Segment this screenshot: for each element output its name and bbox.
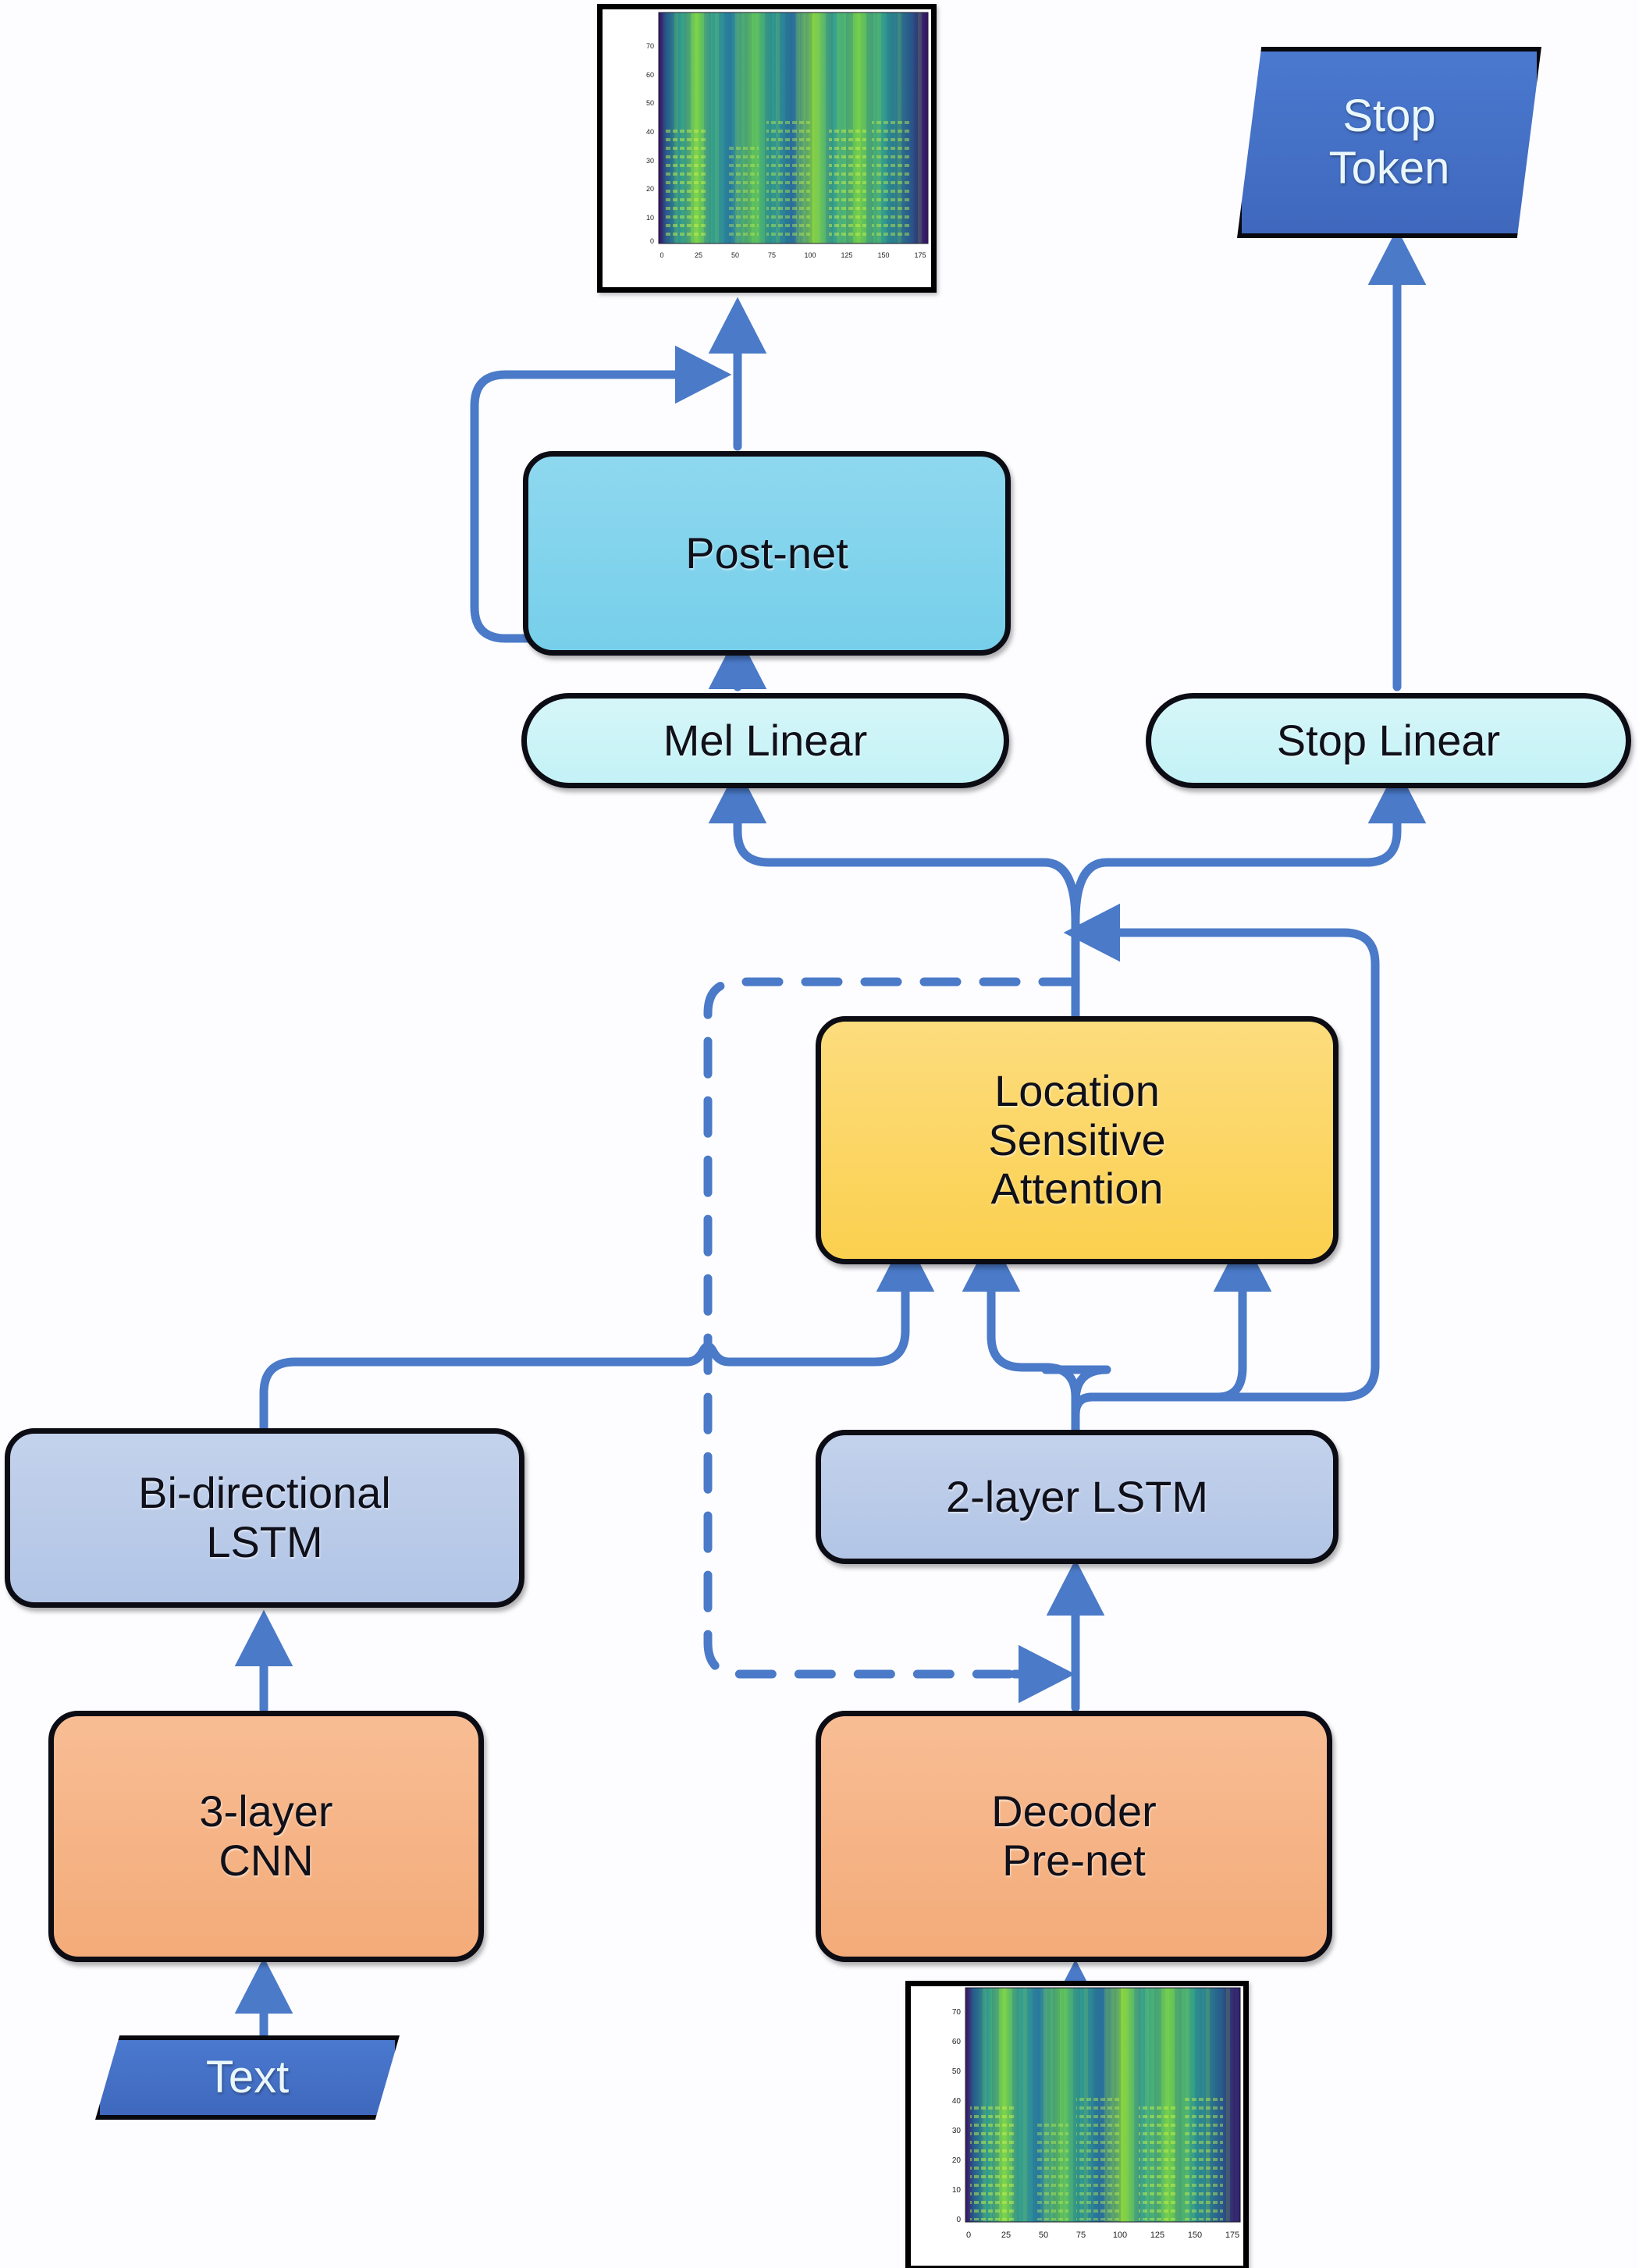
svg-text:0: 0 bbox=[966, 2231, 971, 2240]
parallelogram-shape bbox=[95, 2035, 400, 2120]
svg-text:25: 25 bbox=[695, 251, 702, 259]
text-input-label: Text bbox=[205, 2051, 290, 2103]
location-sensitive-attention-node[interactable]: Location Sensitive Attention bbox=[816, 1016, 1339, 1264]
svg-text:30: 30 bbox=[952, 2127, 962, 2135]
bi-directional-lstm-node[interactable]: Bi-directional LSTM bbox=[5, 1428, 524, 1608]
svg-text:10: 10 bbox=[646, 214, 654, 222]
three-layer-cnn-node[interactable]: 3-layer CNN bbox=[48, 1711, 484, 1962]
edge-trunk-to-mel-linear bbox=[708, 766, 1080, 926]
mel-linear-node[interactable]: Mel Linear bbox=[521, 693, 1009, 788]
svg-text:60: 60 bbox=[646, 71, 654, 79]
edge-lstm-feedback-to-decoder-trunk bbox=[1063, 903, 1380, 1434]
text-input-node[interactable]: Text bbox=[95, 2035, 400, 2120]
spectrogram-y-ticks: 70 60 50 40 30 20 10 0 bbox=[952, 2008, 962, 2224]
svg-text:10: 10 bbox=[952, 2186, 962, 2195]
decoder-prenet-node[interactable]: Decoder Pre-net bbox=[816, 1711, 1332, 1962]
decoder-prenet-label: Decoder Pre-net bbox=[991, 1786, 1157, 1885]
svg-text:50: 50 bbox=[1039, 2231, 1048, 2240]
svg-text:100: 100 bbox=[804, 251, 816, 259]
svg-text:40: 40 bbox=[646, 128, 654, 136]
svg-text:40: 40 bbox=[952, 2097, 962, 2106]
stop-linear-label: Stop Linear bbox=[1276, 715, 1501, 765]
spectrogram-x-ticks: 0 25 50 75 100 125 150 175 bbox=[660, 251, 926, 259]
edge-trunk-to-stop-linear bbox=[1071, 766, 1427, 926]
svg-text:150: 150 bbox=[877, 251, 889, 259]
stop-linear-node[interactable]: Stop Linear bbox=[1146, 693, 1631, 788]
post-net-node[interactable]: Post-net bbox=[523, 451, 1011, 656]
attention-label: Location Sensitive Attention bbox=[988, 1065, 1166, 1214]
svg-text:20: 20 bbox=[646, 185, 654, 193]
mel-linear-label: Mel Linear bbox=[663, 715, 868, 765]
edge-lstm-to-attention-mid2 bbox=[962, 1235, 1080, 1434]
svg-text:50: 50 bbox=[646, 99, 654, 107]
edge-lstm-to-attention-right bbox=[1071, 1235, 1272, 1434]
svg-text:25: 25 bbox=[1001, 2231, 1011, 2240]
svg-text:75: 75 bbox=[1076, 2231, 1086, 2240]
svg-text:100: 100 bbox=[1113, 2231, 1127, 2240]
svg-text:75: 75 bbox=[768, 251, 776, 259]
svg-text:70: 70 bbox=[952, 2008, 962, 2017]
spectrogram-y-ticks: 70 60 50 40 30 20 10 0 bbox=[646, 42, 654, 245]
svg-text:125: 125 bbox=[841, 251, 852, 259]
svg-text:50: 50 bbox=[952, 2067, 962, 2076]
svg-text:0: 0 bbox=[956, 2216, 961, 2224]
two-layer-lstm-node[interactable]: 2-layer LSTM bbox=[816, 1430, 1339, 1564]
post-net-label: Post-net bbox=[685, 528, 848, 578]
svg-text:30: 30 bbox=[646, 157, 654, 165]
svg-text:0: 0 bbox=[660, 251, 663, 259]
edge-bilstm-to-attention bbox=[259, 1235, 935, 1433]
two-layer-lstm-label: 2-layer LSTM bbox=[945, 1471, 1209, 1521]
svg-text:125: 125 bbox=[1150, 2231, 1164, 2240]
svg-text:60: 60 bbox=[952, 2038, 962, 2046]
svg-text:150: 150 bbox=[1188, 2231, 1202, 2240]
stop-token-node[interactable]: Stop Token bbox=[1237, 47, 1541, 238]
svg-text:70: 70 bbox=[646, 42, 654, 50]
svg-text:175: 175 bbox=[914, 251, 926, 259]
svg-text:175: 175 bbox=[1225, 2231, 1239, 2240]
svg-text:20: 20 bbox=[952, 2156, 962, 2165]
svg-text:0: 0 bbox=[650, 237, 654, 245]
three-layer-cnn-label: 3-layer CNN bbox=[199, 1786, 333, 1885]
svg-text:50: 50 bbox=[731, 251, 739, 259]
bi-directional-lstm-label: Bi-directional LSTM bbox=[138, 1468, 391, 1566]
spectrogram-x-ticks: 0 25 50 75 100 125 150 175 bbox=[966, 2231, 1239, 2240]
stop-token-label: Stop Token bbox=[1328, 91, 1450, 194]
